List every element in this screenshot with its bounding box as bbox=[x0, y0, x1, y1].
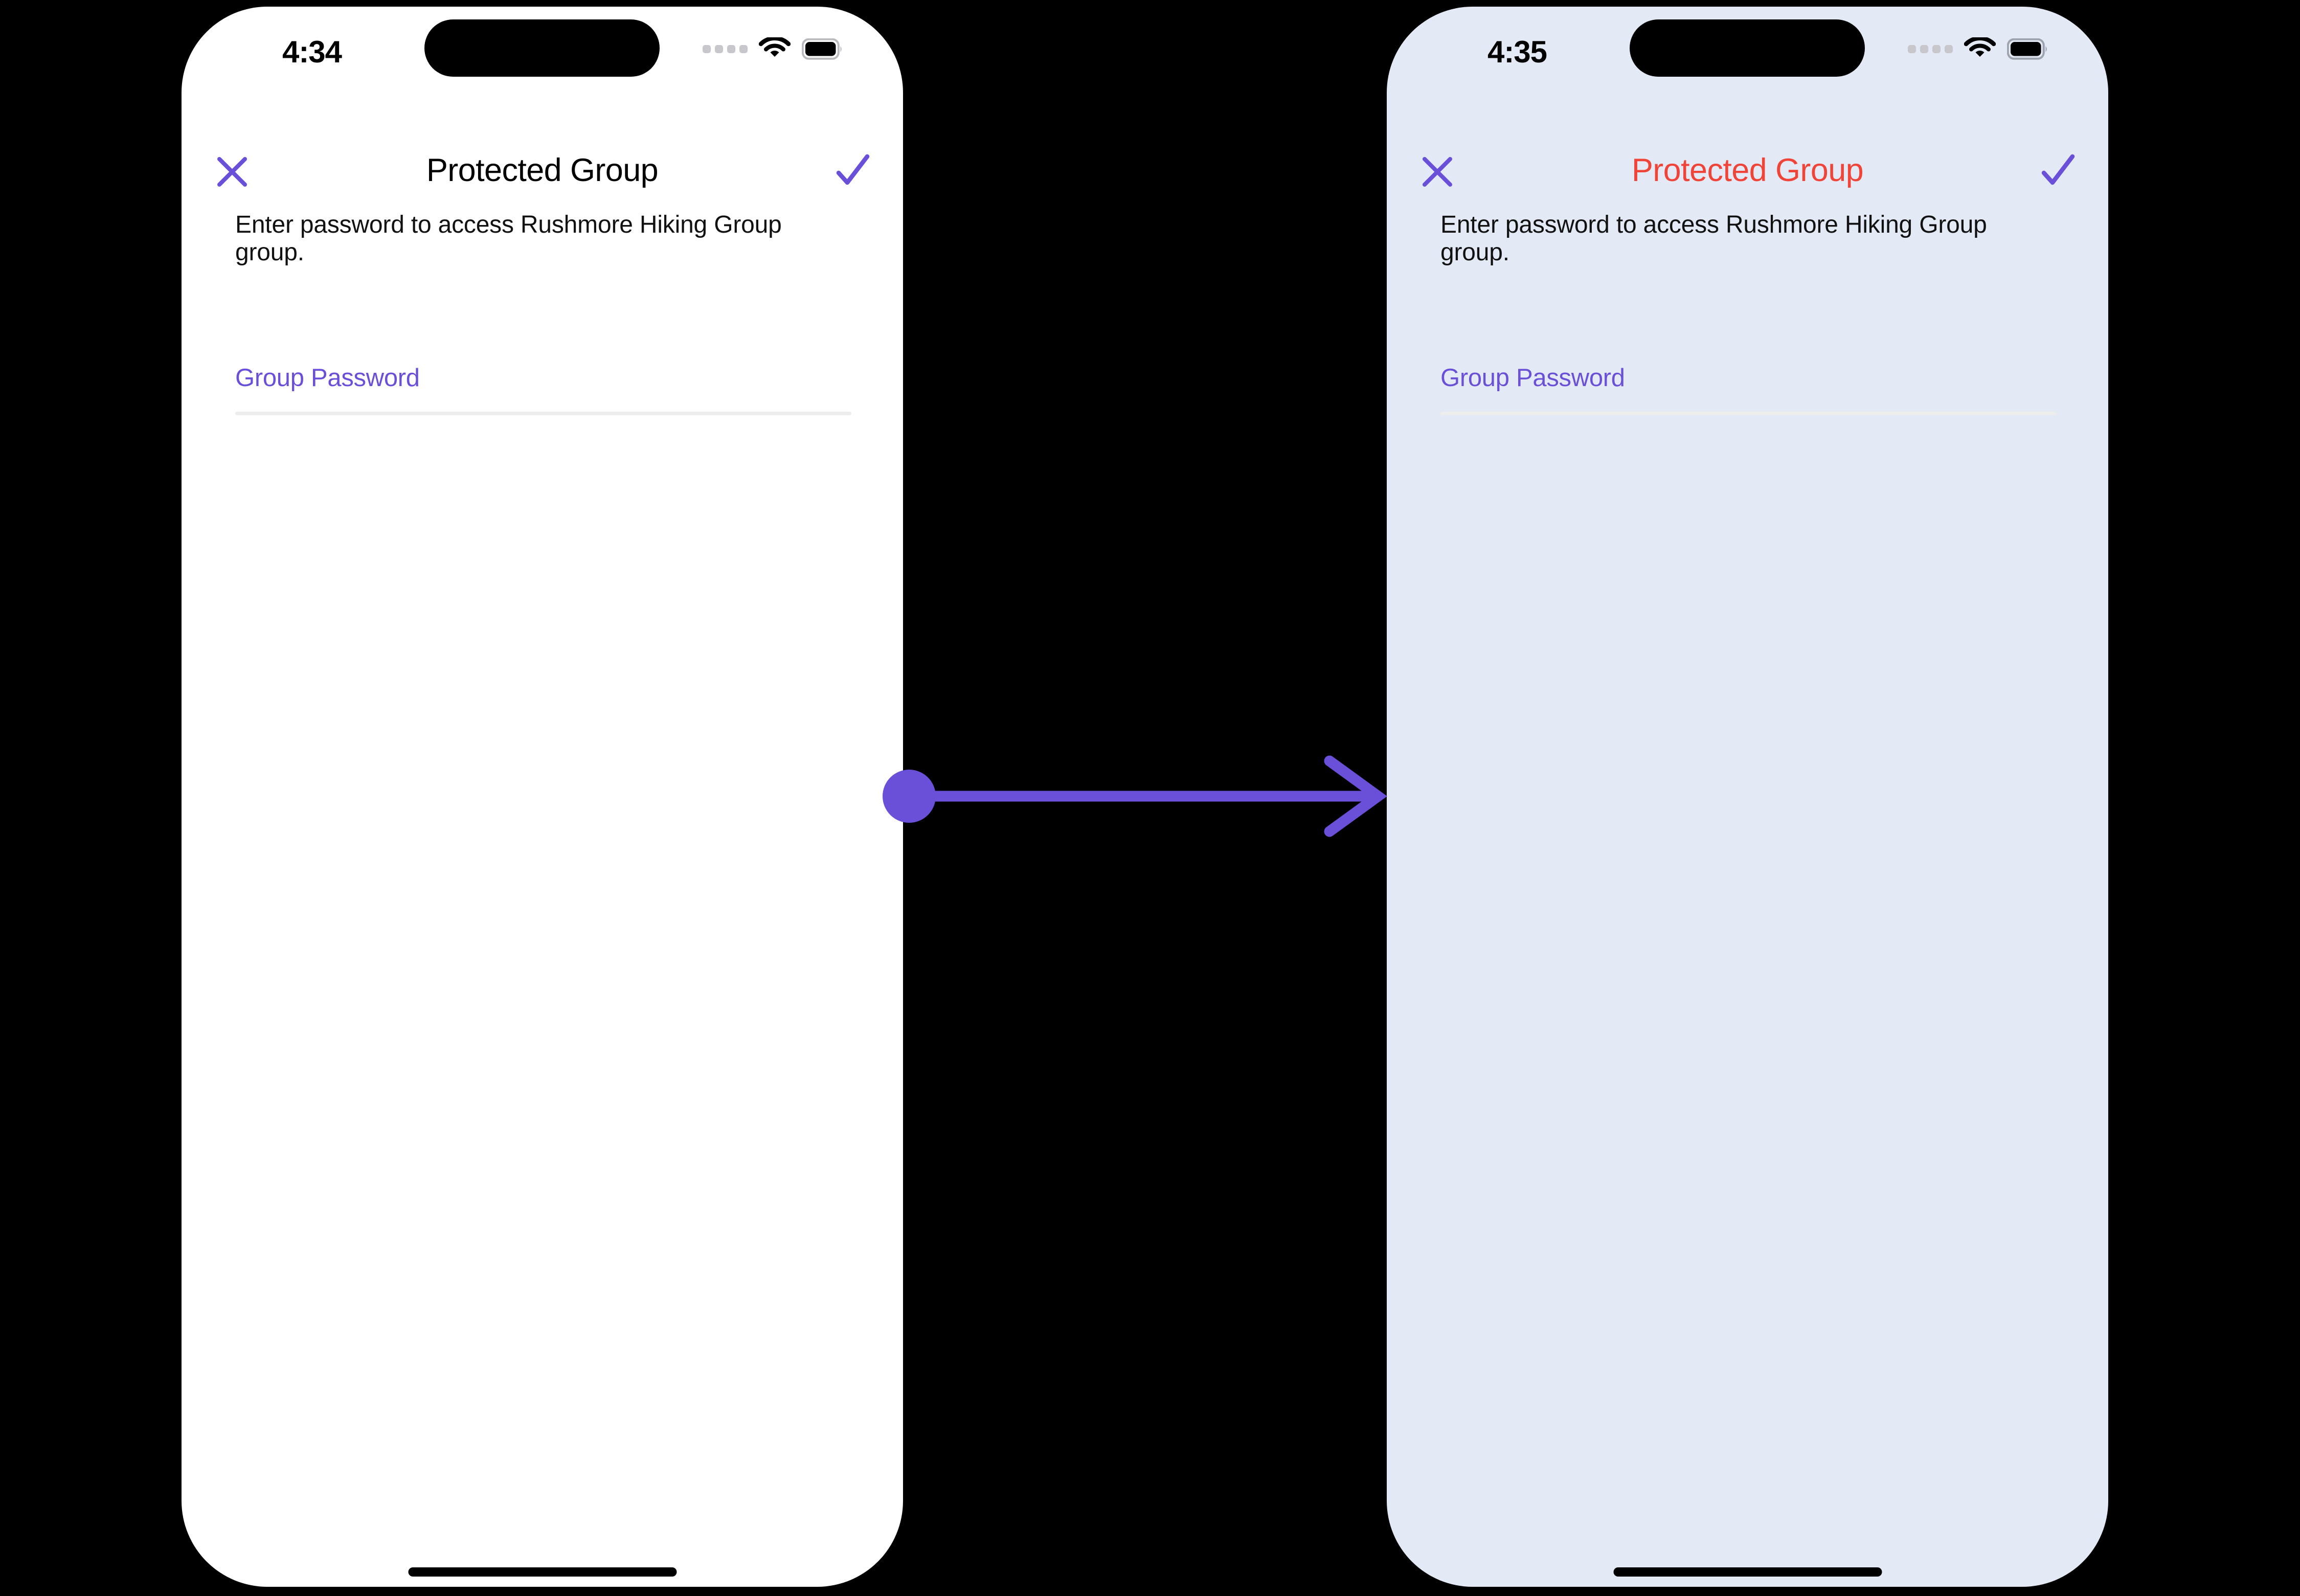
navigation-bar: Protected Group bbox=[1387, 141, 2108, 192]
group-password-field[interactable]: Group Password bbox=[1440, 364, 2060, 415]
status-bar-time: 4:35 bbox=[1487, 35, 1547, 69]
field-underline bbox=[235, 411, 851, 415]
status-bar-indicators bbox=[703, 37, 843, 61]
dynamic-island bbox=[424, 19, 660, 77]
status-bar-indicators bbox=[1908, 37, 2048, 61]
content-area: Enter password to access Rushmore Hiking… bbox=[235, 211, 854, 415]
home-indicator bbox=[1613, 1567, 1882, 1577]
phone-screen-after: 4:35 bbox=[1387, 7, 2108, 1587]
description-text: Enter password to access Rushmore Hiking… bbox=[1440, 211, 1987, 266]
home-indicator bbox=[408, 1567, 677, 1577]
cellular-dots-icon bbox=[1908, 45, 1953, 53]
page-title: Protected Group bbox=[1631, 152, 1864, 188]
cellular-dots-icon bbox=[703, 45, 748, 53]
group-password-label: Group Password bbox=[235, 364, 420, 392]
group-password-field[interactable]: Group Password bbox=[235, 364, 854, 415]
close-x-icon[interactable] bbox=[1417, 152, 1457, 192]
page-title: Protected Group bbox=[426, 152, 659, 188]
content-area: Enter password to access Rushmore Hiking… bbox=[1440, 211, 2060, 415]
status-bar: 4:35 bbox=[1387, 7, 2108, 96]
status-bar: 4:34 bbox=[182, 7, 903, 96]
phone-screen-before: 4:34 bbox=[182, 7, 903, 1587]
group-password-label: Group Password bbox=[1440, 364, 1625, 392]
status-bar-time: 4:34 bbox=[282, 35, 342, 69]
dynamic-island bbox=[1630, 19, 1865, 77]
field-underline bbox=[1440, 411, 2057, 415]
wifi-icon bbox=[1964, 37, 1996, 61]
description-text: Enter password to access Rushmore Hiking… bbox=[235, 211, 782, 266]
wifi-icon bbox=[759, 37, 791, 61]
battery-full-icon bbox=[2007, 38, 2048, 60]
transition-arrow-icon bbox=[883, 755, 1387, 837]
navigation-bar: Protected Group bbox=[182, 141, 903, 192]
battery-full-icon bbox=[802, 38, 843, 60]
checkmark-icon[interactable] bbox=[2036, 148, 2080, 192]
close-x-icon[interactable] bbox=[212, 152, 252, 192]
checkmark-icon[interactable] bbox=[830, 148, 874, 192]
